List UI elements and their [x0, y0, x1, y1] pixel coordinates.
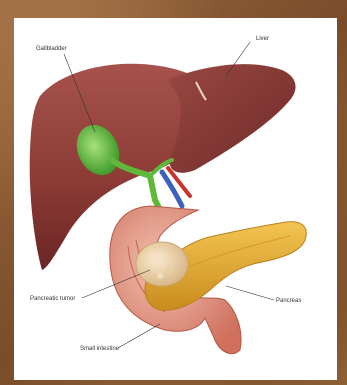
- liver-left-lobe: [168, 64, 296, 173]
- pancreatic-tumor-mass: [136, 242, 188, 286]
- pancreas-label: Pancreas: [276, 298, 301, 304]
- pancreatic-tumor-label: Pancreatic tumor: [30, 296, 75, 302]
- intestine-leader-line: [118, 324, 160, 348]
- gallbladder-label: Gallbladder: [36, 46, 67, 52]
- small-intestine-label: Small intestine: [80, 346, 119, 352]
- pancreas-leader-line: [226, 286, 274, 300]
- hepatic-vessels-blue: [162, 172, 182, 206]
- liver-label: Liver: [256, 36, 269, 42]
